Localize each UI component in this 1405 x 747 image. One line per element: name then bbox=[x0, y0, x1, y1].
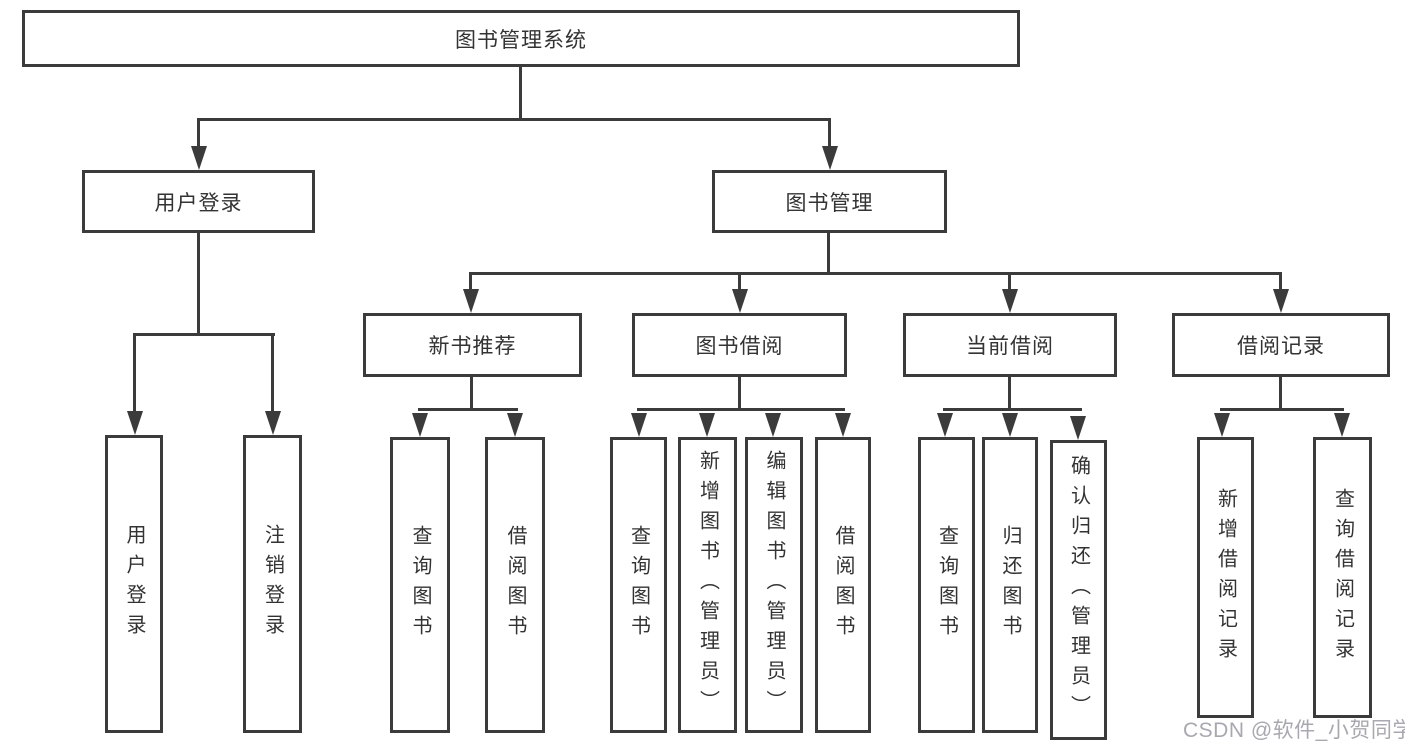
connector-line bbox=[637, 408, 845, 411]
node-label: 借阅记录 bbox=[1237, 335, 1325, 358]
leaf-label: 新增图书（管理员） bbox=[696, 450, 719, 720]
leaf-return-books: 归还图书 bbox=[982, 437, 1038, 733]
node-label: 当前借阅 bbox=[966, 335, 1054, 358]
arrow-down-icon bbox=[699, 413, 715, 437]
leaf-query-books-current: 查询图书 bbox=[918, 437, 975, 733]
leaf-user-login: 用户登录 bbox=[105, 435, 163, 733]
connector-line bbox=[197, 118, 200, 152]
arrow-down-icon bbox=[1273, 289, 1289, 313]
arrow-down-icon bbox=[835, 413, 851, 437]
arrow-down-icon bbox=[1070, 416, 1086, 440]
connector-line bbox=[469, 272, 1281, 275]
arrow-down-icon bbox=[1002, 413, 1018, 437]
arrow-down-icon bbox=[1002, 289, 1018, 313]
leaf-label: 查询图书 bbox=[409, 525, 431, 645]
node-book-management: 图书管理 bbox=[712, 170, 947, 233]
arrow-down-icon bbox=[507, 413, 523, 437]
node-label: 新书推荐 bbox=[428, 335, 517, 358]
leaf-borrow-books-recommend: 借阅图书 bbox=[485, 437, 545, 733]
arrow-down-icon bbox=[463, 289, 479, 313]
arrow-down-icon bbox=[1214, 413, 1230, 437]
node-label: 图书管理 bbox=[785, 191, 874, 215]
leaf-logout-login: 注销登录 bbox=[243, 435, 302, 733]
leaf-borrow-books: 借阅图书 bbox=[815, 437, 871, 733]
leaf-label: 新增借阅记录 bbox=[1214, 487, 1237, 668]
leaf-edit-book-admin: 编辑图书（管理员） bbox=[745, 437, 803, 733]
connector-line bbox=[519, 67, 522, 121]
node-user-login: 用户登录 bbox=[82, 170, 315, 233]
watermark: CSDN @软件_小贺同学 bbox=[1183, 719, 1405, 742]
node-library-system: 图书管理系统 bbox=[22, 10, 1020, 67]
connector-line bbox=[197, 233, 200, 336]
arrow-down-icon bbox=[631, 413, 647, 437]
node-borrowing-records: 借阅记录 bbox=[1172, 313, 1390, 377]
arrow-down-icon bbox=[265, 411, 281, 435]
leaf-label: 归还图书 bbox=[999, 525, 1021, 645]
leaf-query-books-borrow: 查询图书 bbox=[610, 437, 667, 733]
leaf-label: 查询借阅记录 bbox=[1331, 487, 1354, 668]
node-book-borrowing: 图书借阅 bbox=[632, 313, 847, 377]
node-label: 图书借阅 bbox=[695, 335, 784, 358]
connector-line bbox=[1279, 377, 1282, 411]
connector-line bbox=[470, 377, 473, 411]
leaf-add-book-admin: 新增图书（管理员） bbox=[678, 437, 737, 733]
connector-line bbox=[1279, 272, 1282, 292]
arrow-down-icon bbox=[765, 413, 781, 437]
node-current-borrowing: 当前借阅 bbox=[903, 313, 1117, 377]
arrow-down-icon bbox=[127, 411, 143, 435]
leaf-query-borrow-record: 查询借阅记录 bbox=[1313, 437, 1372, 718]
leaf-label: 注销登录 bbox=[261, 524, 284, 644]
connector-line bbox=[943, 408, 1082, 411]
leaf-label: 用户登录 bbox=[123, 524, 145, 644]
arrow-down-icon bbox=[191, 146, 207, 170]
connector-line bbox=[738, 272, 741, 292]
connector-line bbox=[827, 233, 830, 275]
leaf-query-books-recommend: 查询图书 bbox=[390, 437, 450, 733]
leaf-add-borrow-record: 新增借阅记录 bbox=[1197, 437, 1254, 718]
leaf-label: 确认归还（管理员） bbox=[1067, 455, 1090, 725]
leaf-label: 借阅图书 bbox=[504, 525, 526, 645]
arrow-down-icon bbox=[1334, 413, 1350, 437]
node-new-book-recommend: 新书推荐 bbox=[363, 313, 582, 377]
leaf-confirm-return-admin: 确认归还（管理员） bbox=[1050, 440, 1107, 740]
connector-line bbox=[469, 272, 472, 292]
connector-line bbox=[1008, 377, 1011, 411]
connector-line bbox=[271, 333, 274, 417]
arrow-down-icon bbox=[412, 413, 428, 437]
leaf-label: 借阅图书 bbox=[832, 525, 854, 645]
leaf-label: 编辑图书（管理员） bbox=[763, 450, 785, 720]
connector-line bbox=[1008, 272, 1011, 292]
connector-line bbox=[418, 408, 518, 411]
connector-line bbox=[197, 118, 831, 121]
node-label: 用户登录 bbox=[154, 191, 243, 215]
leaf-label: 查询图书 bbox=[627, 525, 650, 645]
leaf-label: 查询图书 bbox=[935, 525, 958, 645]
connector-line bbox=[828, 118, 831, 152]
connector-line bbox=[133, 333, 275, 336]
connector-line bbox=[1220, 408, 1344, 411]
arrow-down-icon bbox=[937, 413, 953, 437]
connector-line bbox=[738, 377, 741, 411]
connector-line bbox=[133, 333, 136, 417]
node-label: 图书管理系统 bbox=[455, 28, 587, 52]
arrow-down-icon bbox=[732, 289, 748, 313]
arrow-down-icon bbox=[822, 146, 838, 170]
